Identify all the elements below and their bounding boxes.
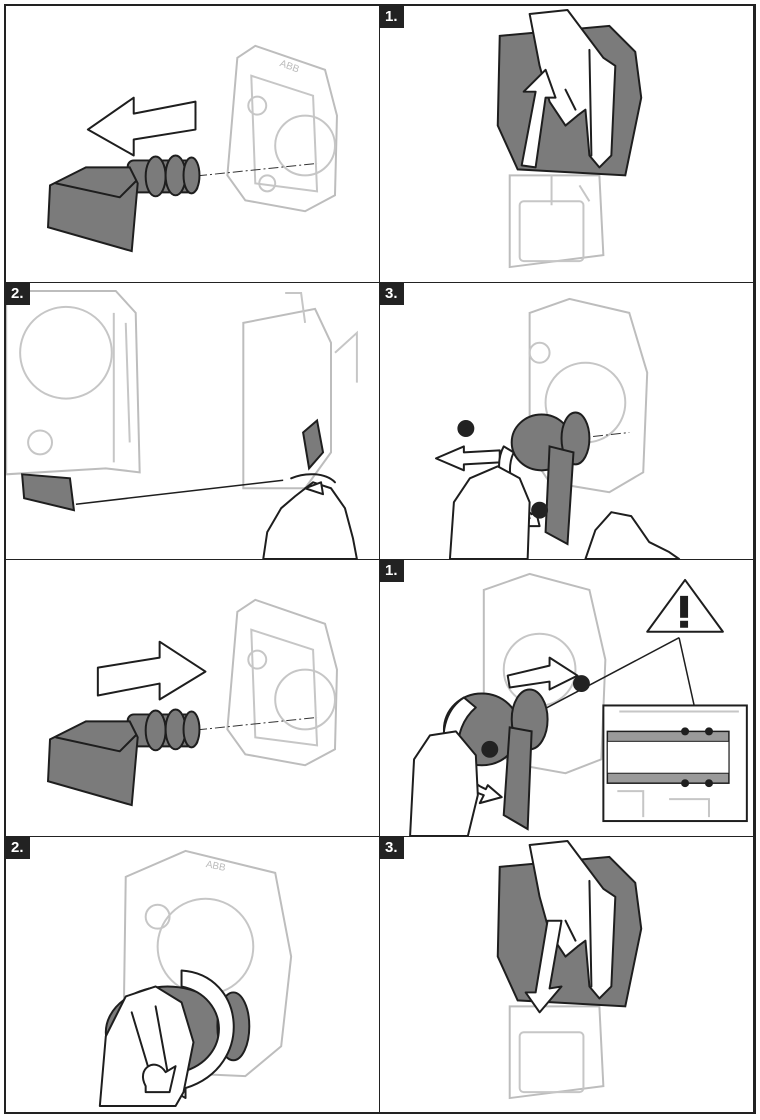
- panel-lower-cover: 3.: [380, 837, 754, 1114]
- lower-cover-illustration: [496, 839, 643, 1100]
- insert-detail-illustration: 1 2: [409, 572, 748, 836]
- seal-detail-illustration: [6, 289, 358, 559]
- panel-remove-connector: ABB: [6, 6, 380, 283]
- hand-gripping: [448, 465, 531, 559]
- insert-connector-illustration: [46, 598, 338, 807]
- callout-one: 1: [536, 503, 543, 517]
- pull-arrow-left: [434, 445, 501, 472]
- callout-two: 2: [486, 742, 493, 756]
- step-number: 2.: [6, 283, 30, 305]
- connector-cap: [46, 720, 139, 807]
- pull-arrow-left: [86, 96, 197, 157]
- panel-insert-detail: 1 2 1.: [380, 560, 754, 837]
- hand-lifting: [528, 8, 617, 169]
- step-number: 2.: [6, 837, 30, 859]
- brand-mark: ABB: [205, 859, 227, 874]
- seal-part: [21, 473, 76, 512]
- lift-cover-illustration: [496, 8, 643, 269]
- lift-arrow-up: [520, 68, 557, 169]
- panel-seal-detail: 2.: [6, 283, 380, 560]
- callout-two: 2: [462, 421, 469, 435]
- step-number: 3.: [380, 283, 404, 305]
- callout-one: 1: [577, 677, 584, 691]
- step-number: 1.: [380, 6, 404, 28]
- connector-cap: [46, 166, 139, 253]
- panel-insert-connector: [6, 560, 380, 837]
- instruction-sheet: ABB 1.: [4, 4, 756, 1114]
- lower-arrow-down: [524, 919, 563, 1014]
- step-number: 3.: [380, 837, 404, 859]
- step-number: 1.: [380, 560, 404, 582]
- hand-holding-seal: [262, 481, 358, 559]
- twist-lock-illustration: ABB: [98, 849, 293, 1108]
- twist-pull-illustration: 2 1: [434, 297, 681, 559]
- push-arrow-right: [96, 640, 207, 701]
- remove-connector-illustration: ABB: [46, 44, 338, 253]
- push-arrow-right: [506, 656, 579, 691]
- panel-twist-lock: ABB 2.: [6, 837, 380, 1114]
- hand-gripping: [409, 730, 479, 836]
- panel-twist-pull: 2 1 3.: [380, 283, 754, 560]
- rotate-arrow: [154, 969, 235, 1100]
- panel-lift-cover: 1.: [380, 6, 754, 283]
- hand-steadying: [584, 511, 681, 559]
